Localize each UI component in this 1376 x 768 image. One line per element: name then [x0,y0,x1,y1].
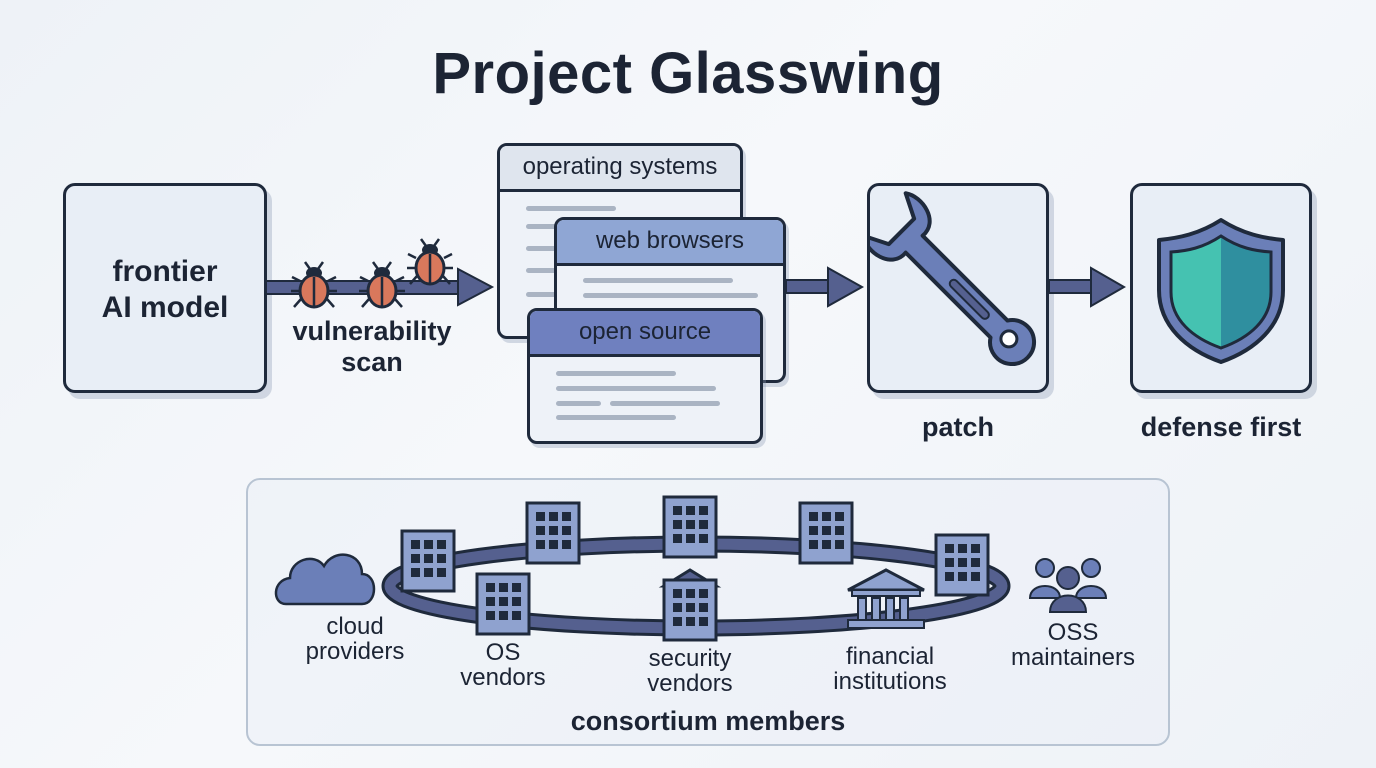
text-line [556,401,601,406]
open-source-header: open source [530,311,760,357]
office-building-icon [798,501,854,565]
bug-icon [405,237,455,286]
text-line [583,278,733,283]
people-group-icon [1028,558,1108,613]
shield-icon [1157,218,1285,364]
office-building-icon [934,533,990,597]
security-vendors-label: security vendors [647,645,733,697]
patch-arrow-shaft [785,279,833,294]
patch-label: patch [921,412,994,442]
cloud-icon [274,553,376,606]
text-line [526,292,566,297]
text-line [526,246,566,251]
cloud-providers-label: cloud providers [305,613,405,665]
office-building-icon [525,501,581,565]
diagram-title: Project Glasswing [432,41,944,106]
frontier-ai-model-box: frontier AI model [63,183,267,393]
office-building-icon [662,495,718,559]
text-line [526,206,616,211]
open-source-card: open source [527,308,763,444]
scan-arrow-head [457,267,495,307]
oss-maintainers-label: OSS maintainers [1010,619,1136,671]
os-vendors-label: OS vendors [460,639,546,691]
patch-box [861,183,1049,393]
defense-first-box [1130,183,1312,393]
defense-arrow-head [1090,266,1127,308]
office-building-icon [400,529,456,593]
text-line [556,386,716,391]
financial-institutions-label: financial institutions [833,643,947,695]
web-browsers-header: web browsers [557,220,783,266]
defense-arrow-shaft [1048,279,1096,294]
consortium-members-label: consortium members [570,706,846,736]
defense-first-label: defense first [1140,412,1302,442]
office-building-icon [475,572,531,636]
text-line [610,401,720,406]
frontier-ai-model-label: frontier AI model [101,255,229,324]
patch-arrow-head [827,266,865,308]
text-line [556,371,676,376]
vulnerability-scan-label: vulnerability scan [292,316,452,377]
text-line [526,268,566,273]
text-line [556,415,676,420]
security-vendor-building-icon [658,568,722,642]
text-line [583,293,758,298]
operating-systems-header: operating systems [500,146,740,192]
bank-icon [847,568,925,629]
